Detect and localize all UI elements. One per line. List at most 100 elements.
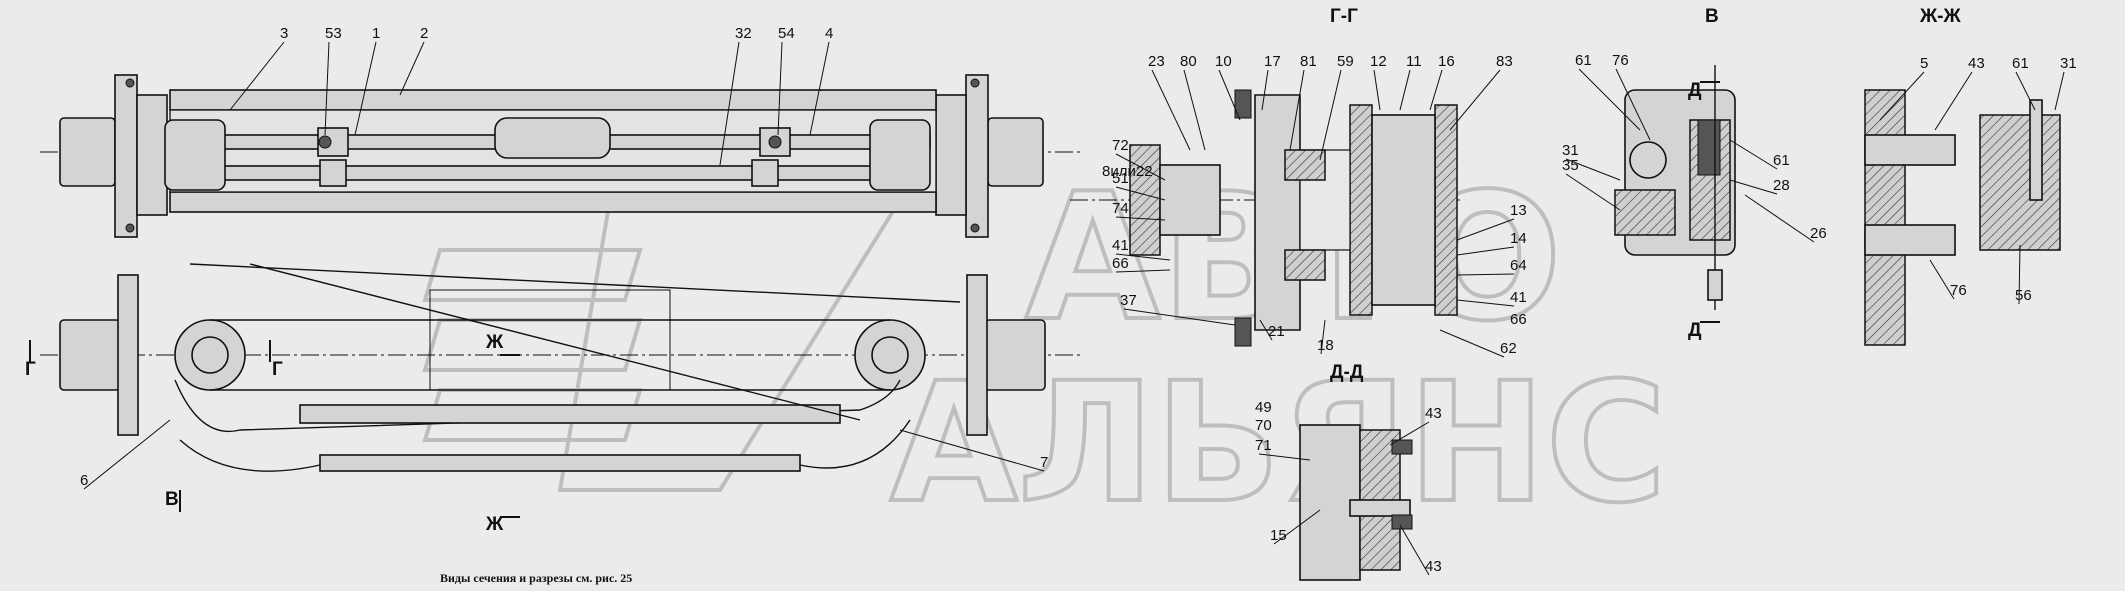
part-callout: 43 — [1968, 55, 1985, 72]
leader-line — [1115, 216, 1166, 221]
leader-line — [1929, 259, 1955, 300]
leader-line — [1429, 69, 1443, 111]
leader-line — [1289, 69, 1305, 151]
tie-rod-lower — [199, 165, 901, 181]
leader-line — [2015, 71, 2036, 111]
leader-line — [2018, 244, 2021, 305]
leader-line — [1729, 139, 1778, 170]
leader-line — [1744, 194, 1815, 243]
leader-line — [324, 41, 330, 136]
part-callout: 18 — [1317, 337, 1334, 354]
part-callout: 54 — [778, 25, 795, 42]
part-callout: 13 — [1510, 202, 1527, 219]
leader-line — [1456, 218, 1515, 241]
leader-line — [1456, 246, 1515, 256]
part-callout: 72 — [1112, 137, 1129, 154]
part-callout: 10 — [1215, 53, 1232, 70]
leader-line — [83, 419, 171, 490]
watermark: АВТО АЛЬЯНС — [422, 155, 1669, 541]
cut-mark: Ж — [485, 332, 504, 353]
leader-line — [1319, 69, 1342, 161]
part-callout: 21 — [1268, 323, 1285, 340]
part-callout: 3 — [280, 25, 288, 42]
caption: Виды сечения и разрезы см. рис. 25 — [440, 571, 632, 585]
part-callout: 8или22 — [1102, 163, 1153, 180]
part-callout: 35 — [1562, 157, 1579, 174]
axle-beam-top — [169, 89, 937, 111]
side-view — [40, 263, 1080, 472]
section-v-drawing — [1614, 65, 1736, 310]
section-zhzh-drawing — [1864, 89, 2061, 346]
leader-line — [1115, 186, 1166, 201]
part-callout: 61 — [2012, 55, 2029, 72]
leader-line — [1389, 421, 1430, 446]
leader-line — [899, 429, 1045, 472]
leader-line — [777, 41, 783, 136]
part-callout: 66 — [1112, 255, 1129, 272]
cut-mark: В — [165, 489, 179, 510]
steering-rod — [299, 404, 841, 424]
part-callout: 61 — [1773, 152, 1790, 169]
part-callout: 11 — [1406, 53, 1422, 70]
leader-line — [229, 41, 285, 111]
center-link — [494, 117, 611, 159]
leader-line — [1258, 453, 1311, 461]
part-callout: 56 — [2015, 287, 2032, 304]
section-title: Ж-Ж — [1919, 6, 1961, 27]
leader-line — [1151, 69, 1191, 151]
part-callout: 74 — [1112, 200, 1129, 217]
leader-line — [1565, 173, 1621, 211]
plan-view — [40, 74, 1080, 238]
part-callout: 16 — [1438, 53, 1455, 70]
part-callout: 70 — [1255, 417, 1272, 434]
part-callout: 32 — [735, 25, 752, 42]
part-callout: 31 — [1562, 142, 1579, 159]
leader-line — [1456, 299, 1515, 307]
part-callout: 4 — [825, 25, 833, 42]
part-callout: 41 — [1510, 289, 1527, 306]
part-callout: 15 — [1270, 527, 1287, 544]
part-callout: 6 — [80, 472, 88, 489]
leader-line — [809, 41, 830, 136]
leader-line — [1123, 308, 1236, 326]
part-callout: 76 — [1950, 282, 1967, 299]
cut-mark: Г — [272, 359, 283, 380]
part-callout: 5 — [1920, 55, 1928, 72]
part-callout: 37 — [1120, 292, 1137, 309]
part-callout: 26 — [1810, 225, 1827, 242]
leader-line — [1261, 69, 1269, 111]
part-callout: 14 — [1510, 230, 1527, 247]
leader-line — [1934, 71, 1973, 131]
part-callout: 12 — [1370, 53, 1387, 70]
part-callout: 28 — [1773, 177, 1790, 194]
part-callout: 81 — [1300, 53, 1317, 70]
leader-line — [1449, 69, 1501, 131]
leader-line — [2054, 71, 2065, 111]
part-callout: 1 — [372, 25, 380, 42]
leader-line — [1729, 179, 1778, 195]
part-callout: 62 — [1500, 340, 1517, 357]
part-callout: 80 — [1180, 53, 1197, 70]
leader-line — [1183, 69, 1206, 151]
right-hub-plan — [987, 117, 1044, 187]
right-flange-plan — [965, 74, 989, 238]
leader-line — [1115, 269, 1171, 273]
section-gg-drawing — [1070, 89, 1460, 347]
leader-line — [1259, 319, 1273, 341]
leader-line — [1456, 273, 1515, 276]
leader-line — [1578, 68, 1641, 131]
section-dd-drawing — [1299, 424, 1413, 581]
part-callout: 41 — [1112, 237, 1129, 254]
part-callout: 51 — [1112, 170, 1129, 187]
leader-line — [1273, 509, 1321, 545]
leader-line — [1879, 71, 1925, 121]
cut-mark: Д — [1688, 320, 1702, 341]
leader-line — [399, 41, 425, 96]
drag-link — [319, 454, 801, 472]
leader-line — [1115, 253, 1171, 261]
part-callout: 43 — [1425, 405, 1442, 422]
axle-beam-bottom — [169, 191, 937, 213]
part-callout: 61 — [1575, 52, 1592, 69]
part-callout: 49 — [1255, 399, 1272, 416]
